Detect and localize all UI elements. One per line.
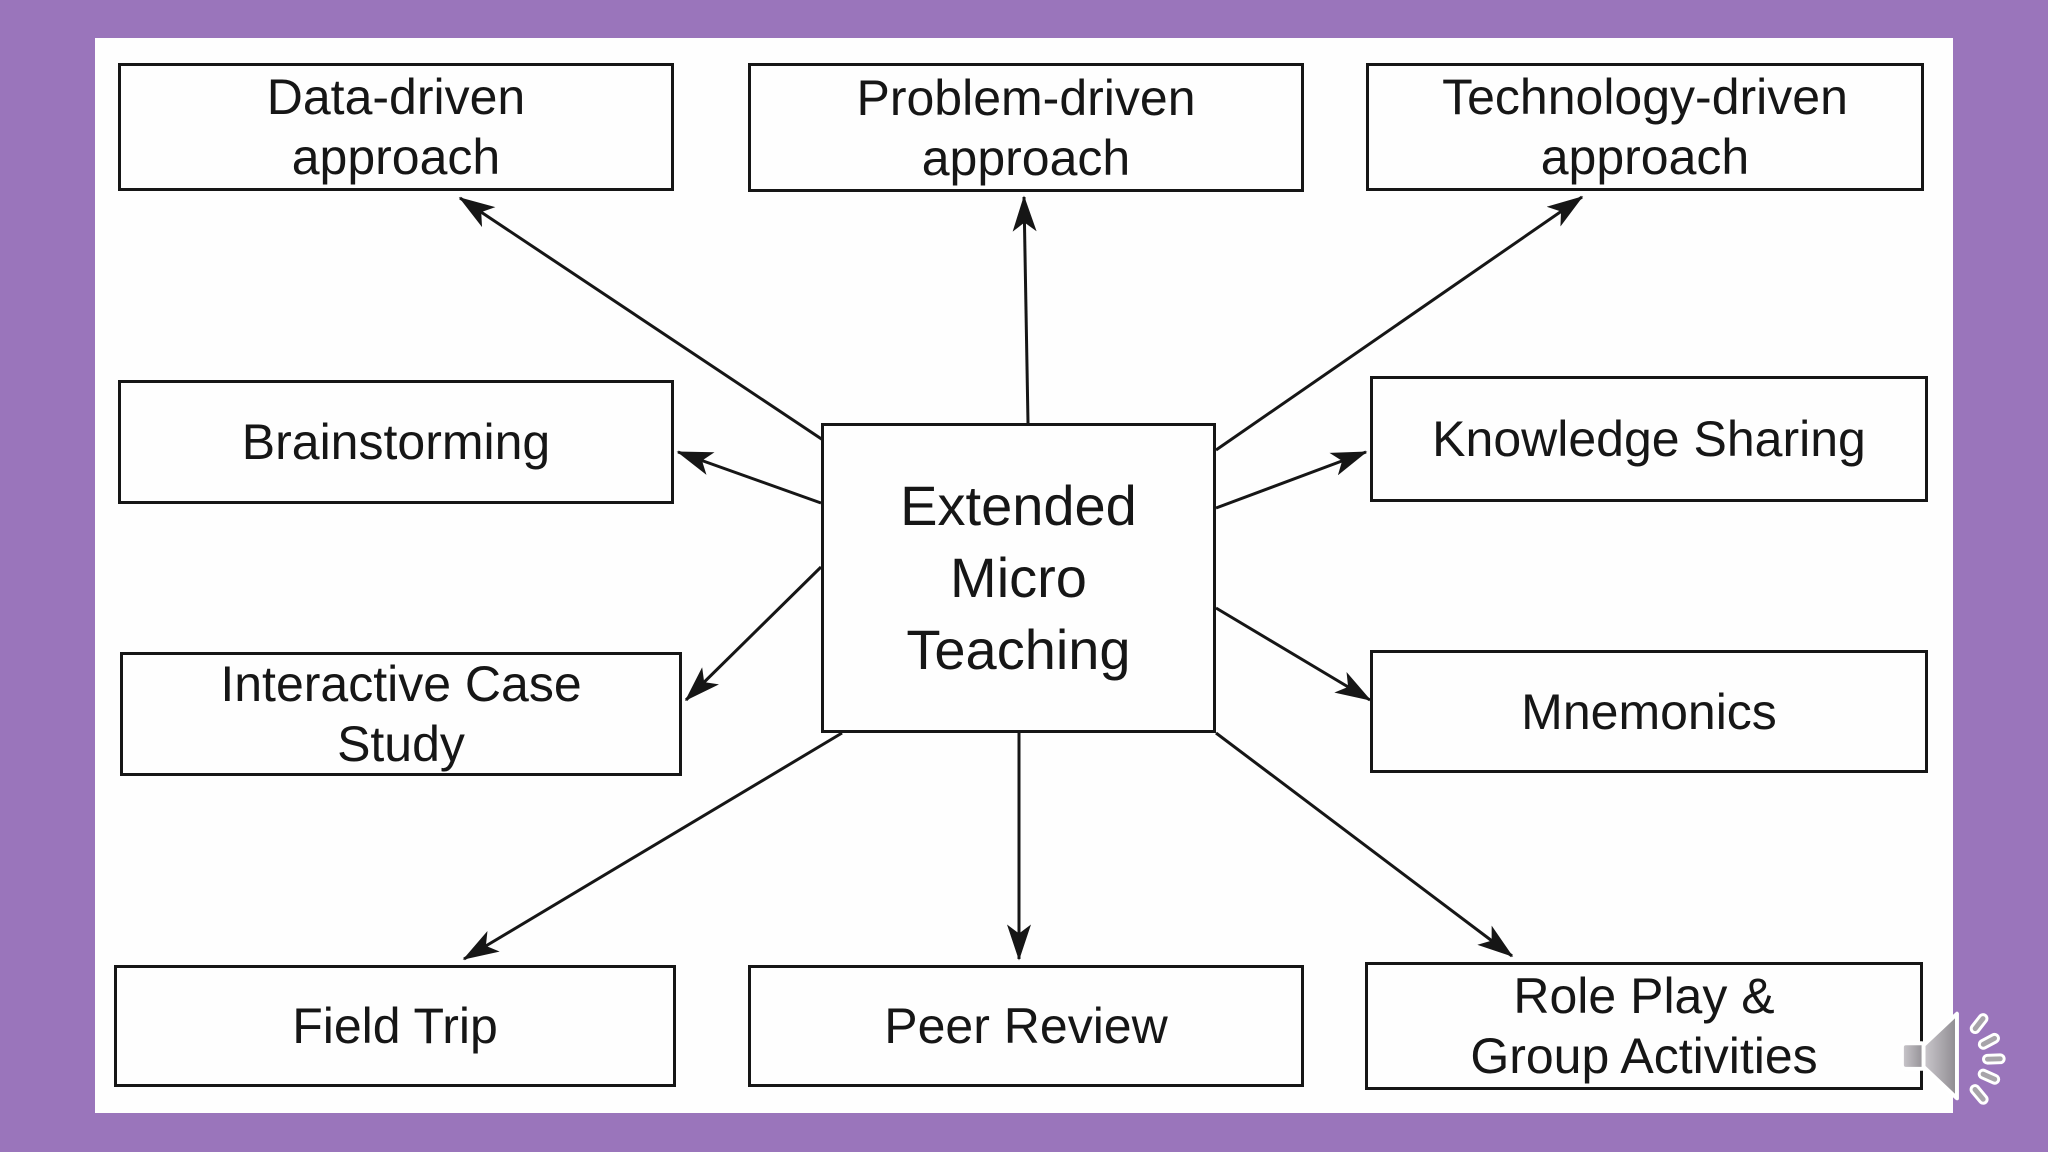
node-brainstorming-label: Brainstorming [241,414,551,470]
node-problem-driven-label: Problem-driven approach [856,69,1196,186]
node-role-play: Role Play & Group Activities [1365,962,1923,1090]
node-mnemonics-label: Mnemonics [1521,683,1777,740]
node-field-trip: Field Trip [114,965,676,1087]
node-data-driven-label: Data-driven approach [266,69,526,185]
node-mnemonics: Mnemonics [1370,650,1928,773]
node-peer-review: Peer Review [748,965,1304,1087]
node-knowledge-sharing: Knowledge Sharing [1370,376,1928,502]
audio-speaker-icon[interactable] [1896,1000,2014,1118]
node-field-trip-label: Field Trip [292,998,498,1054]
node-technology-driven: Technology-driven approach [1366,63,1924,191]
node-problem-driven: Problem-driven approach [748,63,1304,192]
speaker-sound-waves [1969,1013,2006,1105]
node-extended-micro-teaching-label: Extended Micro Teaching [900,474,1137,681]
node-brainstorming: Brainstorming [118,380,674,504]
node-peer-review-label: Peer Review [884,998,1168,1054]
node-extended-micro-teaching: Extended Micro Teaching [821,423,1216,733]
node-data-driven: Data-driven approach [118,63,674,191]
node-knowledge-sharing-label: Knowledge Sharing [1432,411,1866,467]
node-role-play-label: Role Play & Group Activities [1470,968,1818,1084]
node-technology-driven-label: Technology-driven approach [1442,69,1848,185]
speaker-body [1899,1011,1959,1101]
node-interactive-case-study-label: Interactive Case Study [220,656,582,772]
node-interactive-case-study: Interactive Case Study [120,652,682,776]
